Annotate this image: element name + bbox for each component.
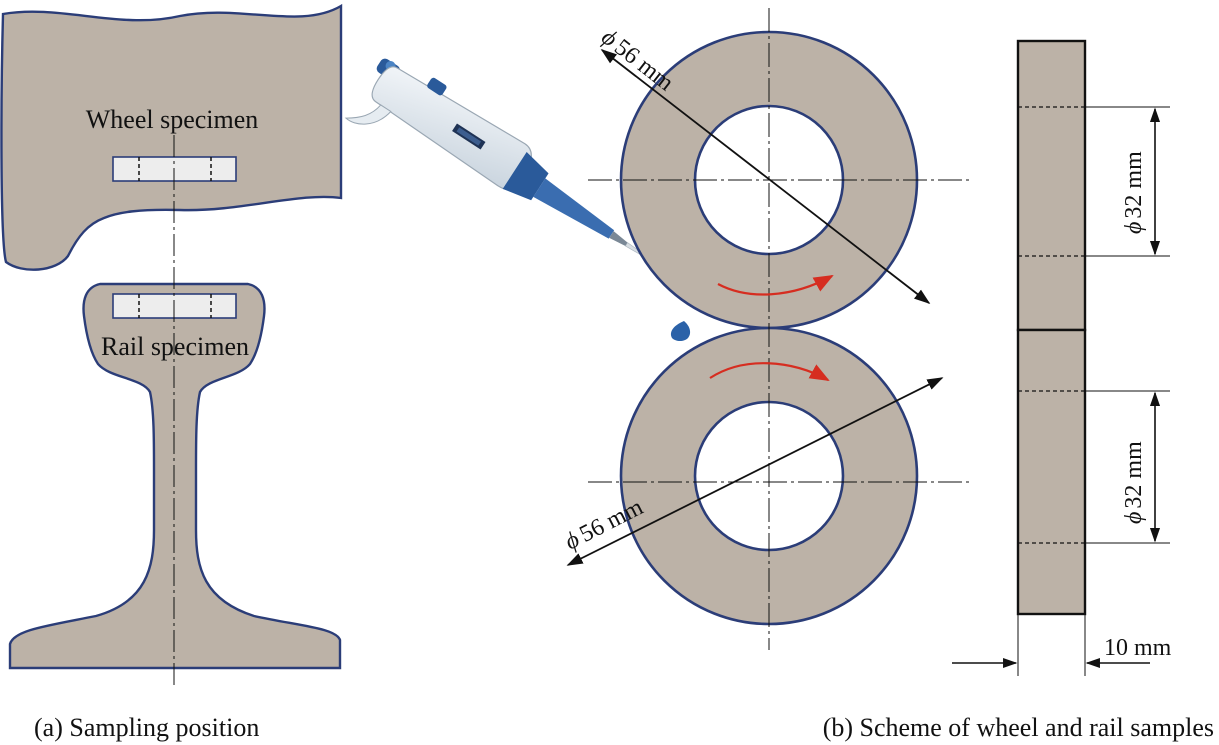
panel-a-caption: (a) Sampling position [34,713,259,742]
lower-outer-diameter-line [566,377,944,566]
side-view-samples: ϕ32 mm ϕ32 mm 10 mm [952,39,1172,676]
rail-profile [8,282,342,670]
lower-inner-diameter-label: ϕ32 mm [1121,441,1147,524]
upper-inner-diameter-label: ϕ32 mm [1121,151,1147,234]
width-dim-label: 10 mm [1104,635,1172,661]
upper-outer-diameter-label: ϕ56 mm [596,24,678,96]
lower-rotation-arrow [709,362,830,381]
panel-b-caption: (b) Scheme of wheel and rail samples [823,713,1214,742]
panel-b-sample-scheme: ϕ56 mm ϕ56 mm [561,8,1214,742]
wheel-specimen-label: Wheel specimen [86,105,259,134]
upper-outer-diameter-line [600,49,931,304]
panel-a-sampling-position: Wheel specimen Rail specimen (a) Samplin… [0,3,343,742]
pipette-icon [344,58,653,262]
rail-specimen-label: Rail specimen [101,332,249,361]
droplet-icon [670,321,691,341]
wheel-rim-section [0,3,343,271]
